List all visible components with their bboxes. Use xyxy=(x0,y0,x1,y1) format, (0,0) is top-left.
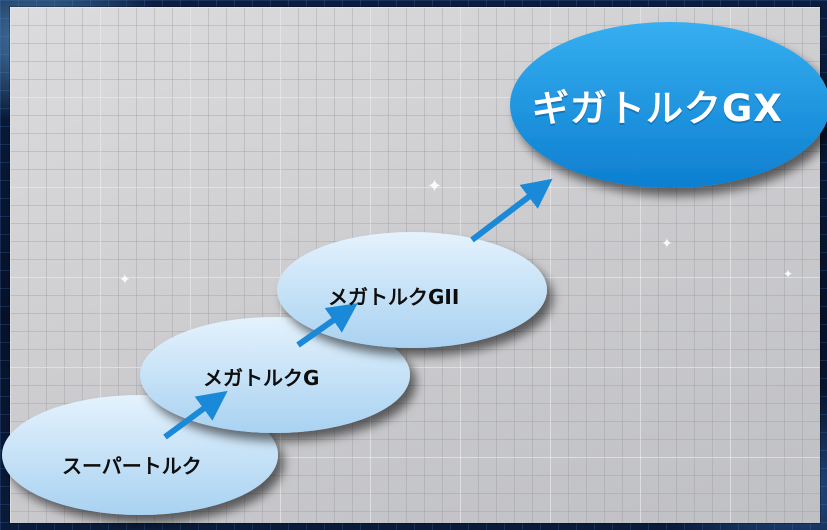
stage-4-label: ギガトルクGX xyxy=(532,87,783,130)
sparkle-icon: ✦ xyxy=(661,236,673,252)
stage-4-node xyxy=(510,22,827,188)
stage-2-label: メガトルクG xyxy=(203,366,320,390)
stage-3-label: メガトルクGII xyxy=(328,285,460,309)
sparkle-icon: ✦ xyxy=(783,267,794,281)
arrow-stage-1-to-2 xyxy=(163,390,228,440)
arrow-stage-3-to-4 xyxy=(470,178,553,243)
sparkle-icon: ✦ xyxy=(119,272,131,288)
sparkle-icon: ✦ xyxy=(427,176,443,197)
stage-1-label: スーパートルク xyxy=(62,454,202,478)
arrow-stage-2-to-3 xyxy=(296,303,358,348)
